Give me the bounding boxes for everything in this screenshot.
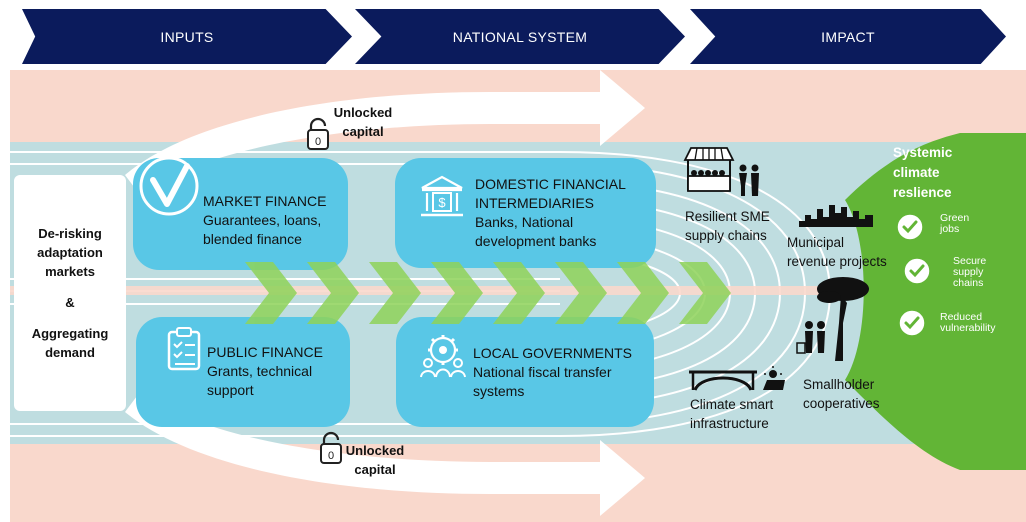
local-gov-text: LOCAL GOVERNMENTS National fiscal transf…	[473, 344, 632, 401]
stage-inputs: INPUTS	[22, 9, 352, 64]
left-text-1: De-risking	[38, 226, 102, 241]
svg-text:0: 0	[315, 136, 321, 148]
left-text-2: adaptation	[37, 245, 103, 260]
infrastructure-label: Climate smart infrastructure	[690, 395, 773, 433]
check-circle-icon	[903, 257, 931, 285]
benefit-secure-supply: Secure supply chains	[953, 256, 986, 289]
stage-impact: IMPACT	[690, 9, 1006, 64]
clipboard-checklist-icon	[167, 327, 201, 371]
derisking-box: De-risking adaptation markets & Aggregat…	[14, 175, 126, 411]
left-text-3: markets	[45, 264, 95, 279]
municipal-line2: revenue projects	[787, 254, 887, 269]
local-gov-line2: systems	[473, 383, 525, 399]
local-gov-title: LOCAL GOVERNMENTS	[473, 345, 632, 361]
market-finance-line1: Guarantees, loans,	[203, 212, 322, 228]
infra-line2: infrastructure	[690, 416, 769, 431]
padlock-icon: 0	[307, 117, 329, 150]
domestic-line1: Banks, National	[475, 214, 574, 230]
city-skyline-icon	[799, 205, 873, 227]
benefit-line: jobs	[940, 223, 960, 235]
benefit-line: vulnerability	[940, 322, 996, 334]
flow-chevrons	[245, 262, 731, 324]
domestic-text: DOMESTIC FINANCIAL INTERMEDIARIES Banks,…	[475, 175, 626, 251]
benefit-reduced-vulnerability: Reduced vulnerability	[940, 312, 995, 334]
public-finance-title: PUBLIC FINANCE	[207, 344, 323, 360]
public-finance-line2: support	[207, 382, 254, 398]
domestic-line2: development banks	[475, 233, 597, 249]
resilience-title: Systemic climate reslience	[893, 143, 1003, 203]
stage-label: INPUTS	[160, 28, 214, 45]
left-text-4: Aggregating	[31, 326, 109, 341]
bottom-capital-arrow	[125, 392, 645, 516]
sme-line2: supply chains	[685, 228, 767, 243]
local-gov-line1: National fiscal transfer	[473, 364, 612, 380]
unlocked-capital-bottom: Unlocked capital	[342, 441, 408, 479]
sme-line1: Resilient SME	[685, 209, 770, 224]
top-capital-arrow	[125, 70, 645, 195]
resilience-title3: reslience	[893, 185, 952, 200]
benefit-line: Secure	[953, 255, 987, 267]
domestic-title1: DOMESTIC FINANCIAL	[475, 176, 626, 192]
checkmark-seal-icon	[139, 156, 199, 216]
stage-national-system: NATIONAL SYSTEM	[355, 9, 685, 64]
unlocked-capital-top: Unlocked capital	[330, 103, 396, 141]
stage-label: IMPACT	[821, 28, 875, 45]
resilience-panel	[845, 133, 1026, 470]
benefit-green-jobs: Green jobs	[940, 213, 969, 235]
unlocked-line2: capital	[354, 462, 396, 477]
local-governments-box: LOCAL GOVERNMENTS National fiscal transf…	[396, 317, 654, 427]
left-ampersand: &	[65, 295, 75, 310]
benefit-line: chains	[953, 277, 984, 289]
check-circle-icon	[896, 213, 924, 241]
svg-text:$: $	[438, 195, 446, 210]
resilience-title2: climate	[893, 165, 940, 180]
unlocked-line1: Unlocked	[333, 105, 393, 120]
tree-farmers-icon	[796, 277, 869, 361]
municipal-label: Municipal revenue projects	[787, 233, 887, 271]
padlock-icon: 0	[320, 431, 342, 464]
public-finance-box: PUBLIC FINANCE Grants, technical support	[136, 317, 350, 427]
svg-text:0: 0	[328, 450, 334, 462]
infra-line1: Climate smart	[690, 397, 774, 412]
smallholder-line2: cooperatives	[803, 396, 880, 411]
municipal-line1: Municipal	[787, 235, 845, 250]
check-circle-icon	[898, 309, 926, 337]
benefit-line: Green	[940, 212, 970, 224]
market-stall-icon	[683, 147, 759, 196]
unlocked-line1: Unlocked	[345, 443, 405, 458]
market-finance-title: MARKET FINANCE	[203, 193, 327, 209]
domestic-intermediaries-box: $ DOMESTIC FINANCIAL INTERMEDIARIES Bank…	[395, 158, 656, 268]
market-finance-line2: blended finance	[203, 231, 302, 247]
unlocked-line2: capital	[342, 124, 384, 139]
left-text-5: demand	[45, 345, 95, 360]
market-finance-box: MARKET FINANCE Guarantees, loans, blende…	[133, 156, 348, 270]
sme-label: Resilient SME supply chains	[685, 207, 770, 245]
public-finance-line1: Grants, technical	[207, 363, 313, 379]
market-finance-text: MARKET FINANCE Guarantees, loans, blende…	[203, 192, 326, 249]
benefit-line: supply	[953, 266, 984, 278]
stage-label: NATIONAL SYSTEM	[452, 28, 588, 45]
smallholder-line1: Smallholder	[803, 377, 875, 392]
domestic-title2: INTERMEDIARIES	[475, 195, 595, 211]
public-finance-text: PUBLIC FINANCE Grants, technical support	[207, 343, 323, 400]
government-gear-icon	[420, 335, 466, 378]
benefit-line: Reduced	[940, 311, 983, 323]
smallholder-label: Smallholder cooperatives	[803, 375, 880, 413]
bridge-solar-icon	[689, 366, 785, 391]
bank-building-icon: $	[421, 175, 463, 217]
resilience-title1: Systemic	[893, 145, 953, 160]
